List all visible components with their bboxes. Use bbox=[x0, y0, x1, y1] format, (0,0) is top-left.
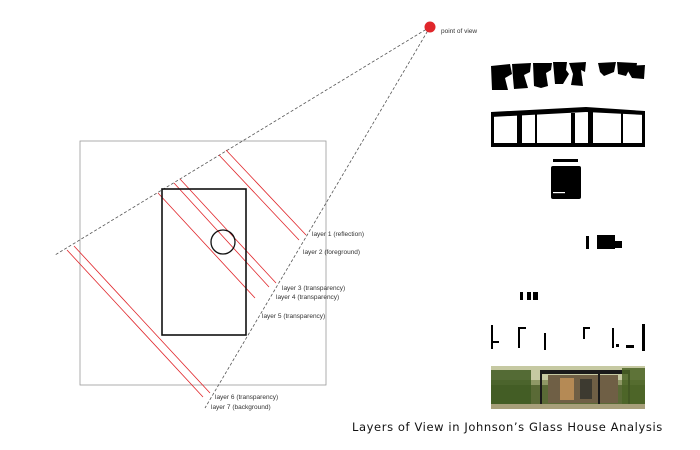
layer-line bbox=[66, 249, 204, 398]
layer-line bbox=[73, 245, 211, 394]
sight-line-left bbox=[54, 26, 431, 256]
layer-label-1: layer 1 (reflection) bbox=[312, 231, 364, 238]
point-of-view-label: point of view bbox=[441, 28, 477, 35]
layer-label-2: layer 2 (foreground) bbox=[303, 249, 360, 256]
layer-1-reflection-graphic bbox=[491, 62, 645, 90]
layer-label-7: layer 7 (background) bbox=[211, 404, 271, 411]
layer-7-background-photo bbox=[491, 366, 645, 409]
site-boundary bbox=[79, 140, 327, 386]
layer-label-5: layer 5 (transparency) bbox=[262, 313, 325, 320]
layer-3-cylinder-graphic bbox=[551, 159, 581, 199]
layer-label-3: layer 3 (transparency) bbox=[282, 285, 345, 292]
sight-line-right bbox=[204, 26, 431, 409]
layer-line bbox=[225, 149, 307, 236]
layer-lines bbox=[66, 149, 307, 398]
layer-4-block-graphic bbox=[586, 235, 622, 249]
glass-house-plan bbox=[161, 188, 247, 336]
layer-6-mullion-graphic bbox=[491, 324, 645, 351]
point-of-view-marker bbox=[424, 21, 436, 33]
layer-line bbox=[218, 154, 300, 241]
layer-label-4: layer 4 (transparency) bbox=[276, 294, 339, 301]
figure-caption: Layers of View in Johnson’s Glass House … bbox=[352, 420, 663, 434]
cylinder-core bbox=[210, 229, 236, 255]
layer-line bbox=[157, 192, 256, 299]
layer-line bbox=[173, 182, 270, 288]
layer-5-block-graphic bbox=[520, 292, 538, 300]
layer-label-6: layer 6 (transparency) bbox=[215, 394, 278, 401]
layer-2-elevation-graphic bbox=[491, 107, 645, 147]
